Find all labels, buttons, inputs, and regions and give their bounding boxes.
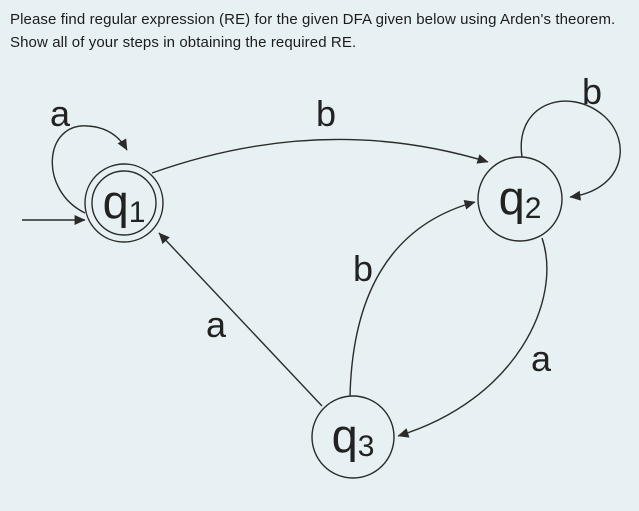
- transition-q2-to-q3: [397, 237, 548, 438]
- edge-label-q1-self: a: [50, 93, 71, 134]
- state-q1-outer-circle: [84, 163, 164, 243]
- edge-label-q1-q2: b: [316, 93, 336, 134]
- question-line-1: Please find regular expression (RE) for …: [10, 11, 616, 28]
- state-q2: q2: [477, 156, 563, 242]
- transition-q1-to-q1: [51, 125, 128, 214]
- state-q1-inner-circle: [91, 170, 157, 236]
- transition-q2-to-q2: [520, 100, 621, 201]
- transition-q1-to-q2: [151, 138, 489, 174]
- state-q3-label: q3: [332, 409, 375, 463]
- transition-q3-to-q1: [158, 232, 323, 407]
- question-line-2: Show all of your steps in obtaining the …: [10, 34, 357, 51]
- state-q1: q1: [84, 163, 164, 243]
- state-q2-circle: [477, 156, 563, 242]
- state-q3-circle: [311, 395, 395, 479]
- state-q3: q3: [311, 395, 395, 479]
- state-q1-label: q1: [103, 175, 146, 229]
- edge-label-q3-q1: a: [206, 304, 227, 345]
- question-text: Please find regular expression (RE) for …: [10, 8, 630, 54]
- edge-label-q3-q2: b: [353, 248, 373, 289]
- edge-label-q2-q3: a: [531, 338, 552, 379]
- transition-q3-to-q2: [349, 199, 476, 397]
- state-q2-label: q2: [499, 171, 542, 225]
- edge-label-q2-self: b: [582, 71, 602, 112]
